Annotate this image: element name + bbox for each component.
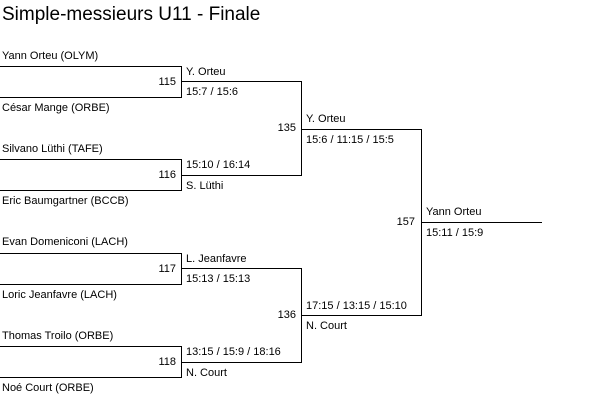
player-name: Loric Jeanfavre (LACH) xyxy=(2,289,117,301)
winner-name: L. Jeanfavre xyxy=(186,253,247,265)
match-number: 118 xyxy=(158,356,176,368)
match-number: 115 xyxy=(158,76,176,88)
winner-name: Y. Orteu xyxy=(306,113,346,125)
match-number: 135 xyxy=(277,122,296,134)
match-score: 15:13 / 15:13 xyxy=(186,273,251,285)
player-name: Yann Orteu (OLYM) xyxy=(2,50,99,62)
champion-name: Yann Orteu xyxy=(426,206,482,218)
bracket-line xyxy=(301,129,422,130)
player-name: Noé Court (ORBE) xyxy=(2,382,94,394)
bracket-line xyxy=(421,222,542,223)
player-name: Silvano Lüthi (TAFE) xyxy=(2,143,103,155)
winner-name: Y. Orteu xyxy=(186,66,226,78)
bracket-line xyxy=(0,190,182,191)
player-name: César Mange (ORBE) xyxy=(2,102,110,114)
match-number: 136 xyxy=(277,309,296,321)
player-name: Evan Domeniconi (LACH) xyxy=(2,236,128,248)
bracket-line xyxy=(0,346,181,347)
bracket-line xyxy=(181,346,182,377)
winner-name: N. Court xyxy=(186,367,227,379)
page-title: Simple-messieurs U11 - Finale xyxy=(2,4,261,25)
bracket-line xyxy=(181,268,302,269)
match-score: 13:15 / 15:9 / 18:16 xyxy=(186,346,281,358)
bracket-line xyxy=(0,97,182,98)
bracket-line xyxy=(0,66,181,67)
bracket-line xyxy=(181,159,182,190)
match-number: 117 xyxy=(158,263,176,275)
bracket-line xyxy=(181,81,302,82)
bracket-line xyxy=(181,362,302,363)
player-name: Thomas Troilo (ORBE) xyxy=(2,330,114,342)
bracket-line xyxy=(181,175,302,176)
match-score: 15:6 / 11:15 / 15:5 xyxy=(306,134,394,146)
winner-name: N. Court xyxy=(306,320,347,332)
match-number: 157 xyxy=(396,216,415,228)
bracket-line xyxy=(0,159,181,160)
bracket-line xyxy=(0,377,182,378)
bracket-line xyxy=(301,315,422,316)
bracket-line xyxy=(0,253,181,254)
bracket-line xyxy=(0,284,182,285)
player-name: Eric Baumgartner (BCCB) xyxy=(2,195,129,207)
match-score: 15:10 / 16:14 xyxy=(186,159,251,171)
match-score: 15:7 / 15:6 xyxy=(186,86,238,98)
match-number: 116 xyxy=(158,169,176,181)
match-score: 15:11 / 15:9 xyxy=(426,227,484,239)
winner-name: S. Lüthi xyxy=(186,180,224,192)
bracket-line xyxy=(301,81,302,176)
match-score: 17:15 / 13:15 / 15:10 xyxy=(306,300,407,312)
